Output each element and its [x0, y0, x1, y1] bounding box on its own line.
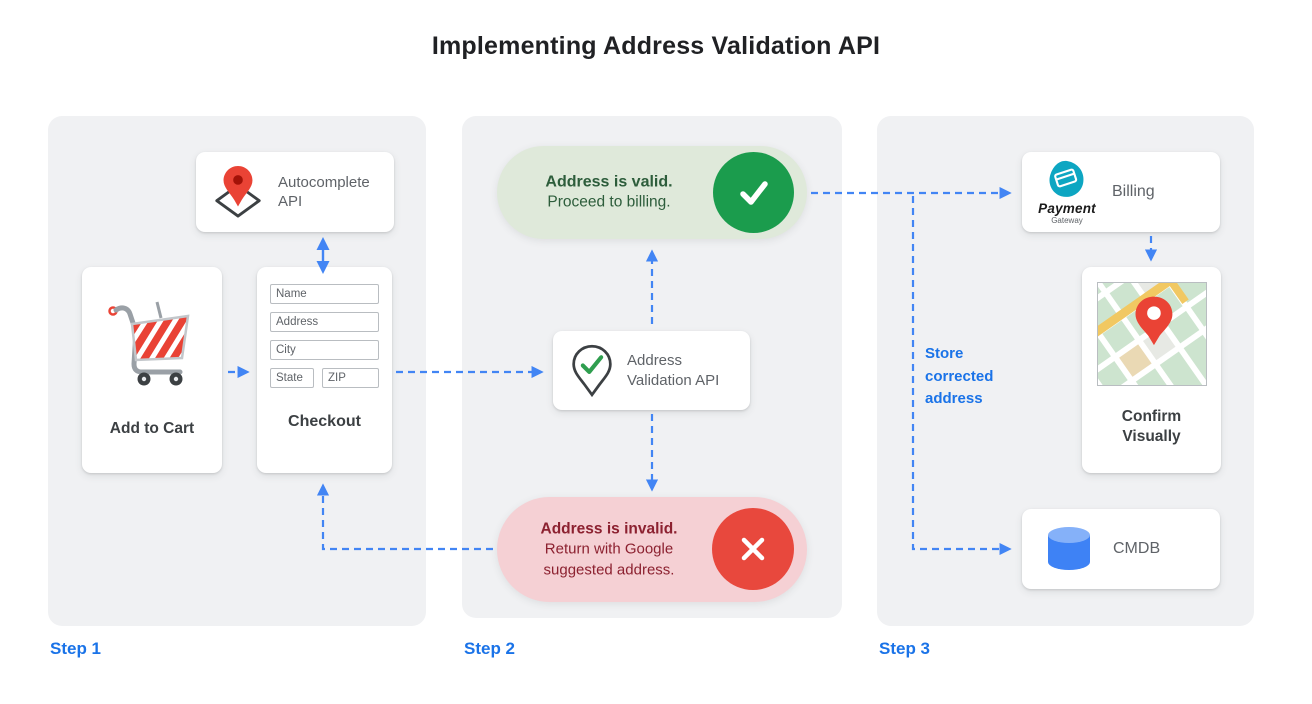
state-field: State — [270, 368, 314, 388]
invalid-circle — [712, 508, 794, 590]
map-pin-diamond-icon — [215, 165, 261, 218]
valid-result-banner: Address is valid. Proceed to billing. — [497, 146, 807, 239]
validation-api-label: Address Validation API — [627, 352, 720, 389]
payment-gateway-logo: Payment Gateway — [1035, 160, 1099, 225]
valid-subtitle: Proceed to billing. — [547, 193, 671, 211]
checkout-label: Checkout — [288, 413, 361, 430]
checkout-card: Name Address City State ZIP Checkout — [257, 267, 392, 473]
check-icon — [739, 180, 768, 205]
store-corrected-address-note: Store corrected address — [925, 345, 994, 407]
payment-blob-icon — [1049, 160, 1084, 197]
billing-card: Payment Gateway Billing — [1022, 152, 1220, 232]
invalid-result-banner: Address is invalid. Return with Google s… — [497, 497, 807, 602]
address-field: Address — [270, 312, 379, 332]
invalid-subtitle: Return with Google suggested address. — [543, 540, 675, 578]
cmdb-label: CMDB — [1113, 540, 1161, 557]
step1-label: Step 1 — [50, 639, 102, 658]
payment-logo-subtitle: Gateway — [1051, 215, 1083, 225]
step3-label: Step 3 — [879, 639, 931, 658]
address-validation-api-card: Address Validation API — [553, 331, 750, 410]
invalid-title: Address is invalid. — [540, 519, 678, 537]
step2-label: Step 2 — [464, 639, 516, 658]
add-to-cart-label: Add to Cart — [109, 420, 195, 437]
page-title: Implementing Address Validation API — [431, 32, 881, 60]
valid-circle — [713, 152, 794, 233]
confirm-visually-label: Confirm Visually — [1121, 408, 1182, 446]
add-to-cart-card: Add to Cart — [82, 267, 222, 473]
database-icon — [1048, 527, 1090, 570]
valid-title: Address is valid. — [545, 173, 673, 191]
billing-label: Billing — [1112, 183, 1155, 200]
map-thumbnail — [1096, 282, 1207, 386]
confirm-visually-card: Confirm Visually — [1082, 267, 1221, 473]
payment-logo-title: Payment — [1038, 200, 1096, 216]
name-field: Name — [270, 284, 379, 304]
cmdb-card: CMDB — [1022, 509, 1220, 589]
zip-field: ZIP — [322, 368, 379, 388]
x-icon — [741, 537, 765, 561]
autocomplete-api-card: Autocomplete API — [196, 152, 394, 232]
shopping-cart-icon — [108, 301, 190, 386]
pin-check-icon — [572, 344, 612, 397]
autocomplete-api-label: Autocomplete API — [278, 173, 370, 211]
city-field: City — [270, 340, 379, 360]
